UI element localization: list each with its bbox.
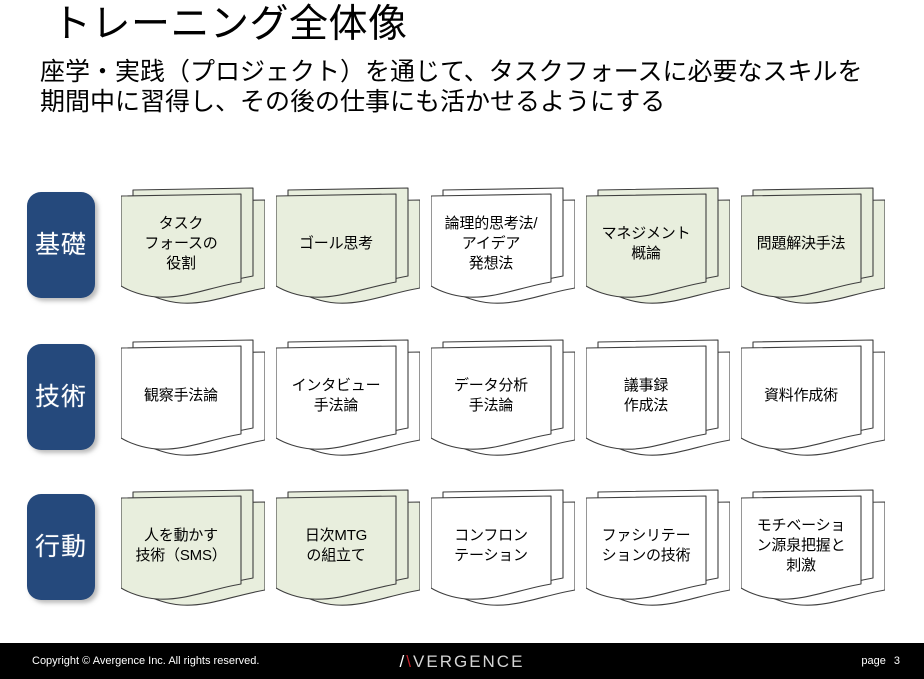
course-card-label-line: テーション: [454, 547, 528, 564]
course-card-label: モチベーション源泉把握と刺激: [741, 498, 861, 594]
course-card[interactable]: ゴール思考: [276, 178, 420, 306]
course-card-label-line: タスク: [158, 215, 204, 232]
course-card[interactable]: インタビュー手法論: [276, 330, 420, 458]
course-card-label-line: 発想法: [468, 255, 514, 272]
category-badge-label: 技術: [34, 382, 87, 411]
course-card-label: 観察手法論: [121, 348, 241, 444]
course-card[interactable]: マネジメント概論: [586, 178, 730, 306]
course-card[interactable]: 観察手法論: [121, 330, 265, 458]
course-card-label-line: 問題解決手法: [756, 235, 846, 252]
category-badge-0[interactable]: 基礎: [27, 192, 95, 298]
avergence-logo: /\VERGENCE: [0, 652, 924, 671]
course-card-label-line: 観察手法論: [143, 387, 218, 404]
course-card-label-line: 人を動かす: [143, 527, 218, 544]
subtitle-line: 期間中に習得し、その後の仕事にも活かせるようにする: [40, 88, 666, 116]
course-card-label-line: 作成法: [623, 397, 669, 414]
course-card-label: 人を動かす技術（SMS）: [121, 498, 241, 594]
course-card-label: 日次MTG の組立て: [276, 498, 396, 594]
course-card[interactable]: 議事録作成法: [586, 330, 730, 458]
course-card-label-line: 論理的思考法/: [444, 215, 538, 232]
course-card-label: 資料作成術: [741, 348, 861, 444]
course-card-label-line: 刺激: [786, 557, 816, 574]
matrix-row: 技術観察手法論インタビュー手法論データ分析手法論議事録作成法資料作成術: [0, 330, 924, 458]
matrix-row: 基礎タスクフォースの役割ゴール思考論理的思考法/アイデア発想法マネジメント概論問…: [0, 178, 924, 306]
course-card[interactable]: モチベーション源泉把握と刺激: [741, 480, 885, 608]
page-subtitle: 座学・実践（プロジェクト）を通じて、タスクフォースに必要なスキルを期間中に習得し…: [40, 57, 916, 117]
course-card-label-line: データ分析: [453, 377, 528, 394]
footer-copyright: Copyright © Avergence Inc. All rights re…: [32, 655, 260, 667]
course-card-label: コンフロンテーション: [431, 498, 551, 594]
course-card-label-line: 技術（SMS）: [135, 547, 227, 564]
slide-footer: Copyright © Avergence Inc. All rights re…: [0, 643, 924, 679]
course-card-label: 問題解決手法: [741, 196, 861, 292]
course-card-label-line: ン源泉把握と: [756, 537, 846, 554]
course-card[interactable]: 問題解決手法: [741, 178, 885, 306]
course-card[interactable]: ファシリテーションの技術: [586, 480, 730, 608]
logo-slash-glyph: /: [399, 652, 407, 671]
course-card[interactable]: 人を動かす技術（SMS）: [121, 480, 265, 608]
training-matrix: 基礎タスクフォースの役割ゴール思考論理的思考法/アイデア発想法マネジメント概論問…: [0, 178, 924, 608]
course-card-label-line: ゴール思考: [298, 235, 373, 252]
course-card-label-line: 役割: [166, 255, 196, 272]
course-card[interactable]: 資料作成術: [741, 330, 885, 458]
course-card-label-line: 概論: [631, 245, 661, 262]
course-card[interactable]: コンフロンテーション: [431, 480, 575, 608]
course-card-label-line: モチベーショ: [756, 517, 846, 534]
course-card-label-line: の組立て: [306, 547, 366, 564]
category-badge-label: 行動: [34, 532, 87, 561]
course-card-label-line: アイデア: [461, 235, 521, 252]
page-number: 3: [893, 655, 900, 667]
course-card-label: ファシリテーションの技術: [586, 498, 706, 594]
course-card-label-line: ファシリテー: [601, 527, 691, 544]
course-card-label: マネジメント概論: [586, 196, 706, 292]
course-card-label-line: マネジメント: [601, 225, 691, 242]
course-card[interactable]: 日次MTG の組立て: [276, 480, 420, 608]
logo-vee-glyph: \: [406, 652, 414, 671]
category-badge-2[interactable]: 行動: [27, 494, 95, 600]
course-card-label: 論理的思考法/アイデア発想法: [431, 196, 551, 292]
course-card-label-line: 手法論: [313, 397, 359, 414]
course-card[interactable]: タスクフォースの役割: [121, 178, 265, 306]
course-card-label-line: ションの技術: [601, 547, 691, 564]
course-card-label-line: 資料作成術: [763, 387, 838, 404]
course-card[interactable]: データ分析手法論: [431, 330, 575, 458]
course-card-label-line: インタビュー: [291, 377, 381, 394]
subtitle-line: 座学・実践（プロジェクト）を通じて、タスクフォースに必要なスキルを: [40, 58, 863, 86]
course-card[interactable]: 論理的思考法/アイデア発想法: [431, 178, 575, 306]
course-card-label: タスクフォースの役割: [121, 196, 241, 292]
course-card-label: 議事録作成法: [586, 348, 706, 444]
footer-page-indicator: page 3: [861, 655, 900, 668]
course-card-label-line: 手法論: [468, 397, 514, 414]
course-card-label-line: 議事録: [623, 377, 669, 394]
logo-wordmark: VERGENCE: [413, 652, 525, 671]
page-title: トレーニング全体像: [52, 3, 408, 46]
course-card-label-line: コンフロン: [454, 527, 528, 544]
course-card-label: インタビュー手法論: [276, 348, 396, 444]
category-badge-label: 基礎: [34, 230, 87, 259]
course-card-label: ゴール思考: [276, 196, 396, 292]
course-card-label-line: 日次MTG: [304, 527, 368, 544]
page-label: page: [861, 655, 886, 667]
course-card-label: データ分析手法論: [431, 348, 551, 444]
course-card-label-line: フォースの: [144, 235, 218, 252]
category-badge-1[interactable]: 技術: [27, 344, 95, 450]
